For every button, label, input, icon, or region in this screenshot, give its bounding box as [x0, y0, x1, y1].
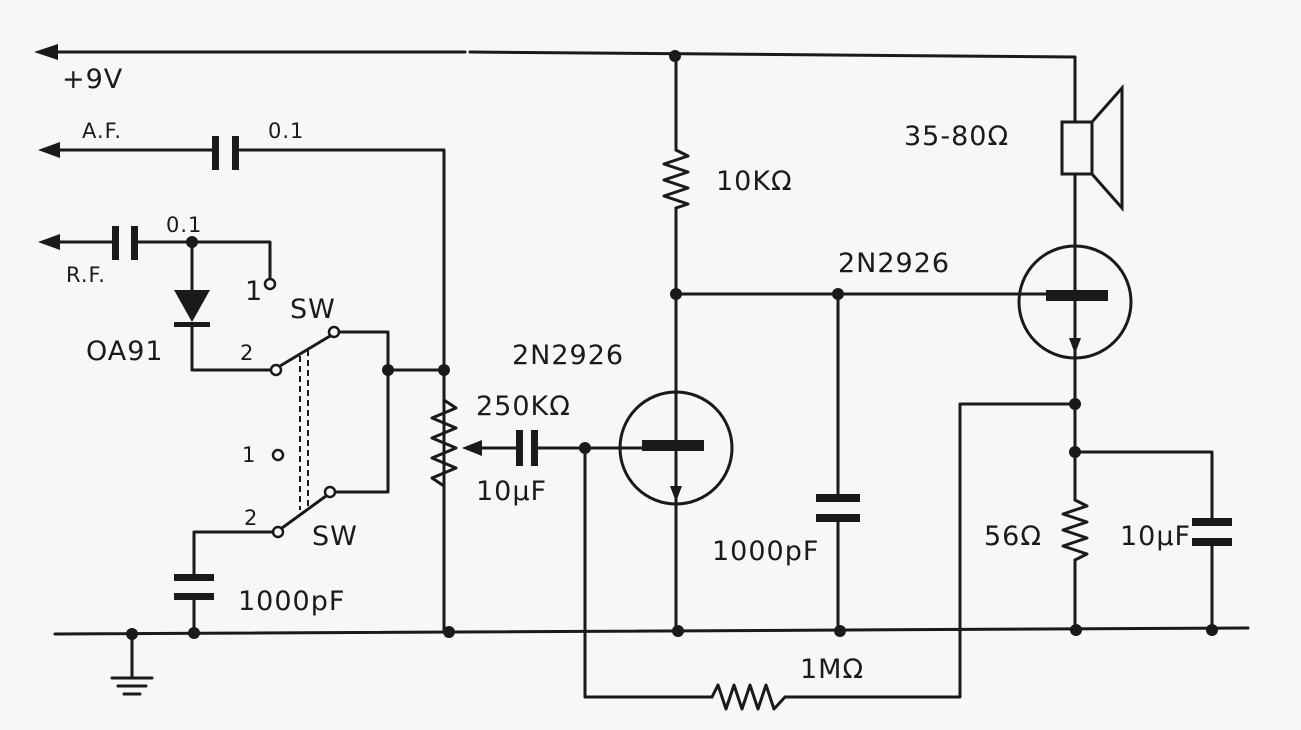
coupling-capacitor-plate-b: [531, 430, 538, 466]
ground-rail: [53, 624, 1250, 640]
q1-label: 2N2926: [512, 340, 624, 371]
rf-capacitor-plate-b: [131, 226, 138, 260]
coupling-capacitor-plate-a: [516, 430, 523, 466]
rf-capacitor-plate-a: [112, 226, 119, 260]
emitter-capacitor-plate-a: [1192, 518, 1232, 526]
potentiometer: [430, 398, 591, 488]
cap-emitter-label: 10µF: [1120, 521, 1191, 552]
r-emitter-label: 56Ω: [984, 521, 1042, 552]
collector-node: [670, 288, 1048, 632]
sw-top-pos2-label: 2: [240, 341, 254, 365]
wiper-arrow: [462, 440, 482, 456]
sw-bot-label: SW: [312, 521, 358, 552]
af-capacitor-label: 0.1: [268, 119, 304, 143]
switch-gang-link: [299, 350, 309, 510]
collector-resistor: [662, 148, 690, 210]
sw-top-terminal-2: [269, 363, 283, 377]
diode-label: OA91: [86, 336, 164, 367]
emitter-capacitor-plate-b: [1192, 538, 1232, 546]
sw-bot-common: [323, 485, 337, 499]
sw-bot-pos1-label: 1: [242, 443, 256, 467]
diode-icon: [174, 290, 210, 322]
emitter-resistor: [1061, 498, 1089, 562]
cap-mid-label: 1000pF: [712, 536, 819, 567]
supply-label: +9V: [62, 64, 123, 95]
af-capacitor-plate-a: [212, 136, 219, 170]
q2-label: 2N2926: [838, 248, 950, 279]
speaker-label: 35-80Ω: [904, 121, 1009, 152]
sw-top-pos1-label: 1: [245, 276, 263, 307]
mid-capacitor-plate-b: [816, 514, 860, 522]
ground-icon: [110, 632, 154, 696]
af-label: A.F.: [82, 119, 122, 143]
top-switch: [263, 277, 450, 494]
bottom-capacitor-plate-b: [174, 593, 214, 600]
sw-bot-pos2-label: 2: [244, 506, 258, 530]
bottom-switch: [174, 448, 337, 632]
sw-bot-terminal-1: [271, 448, 285, 462]
rf-capacitor-label: 0.1: [166, 213, 202, 237]
feedback-resistor: [583, 446, 787, 711]
transistor-q2: [1017, 244, 1133, 406]
emitter-network: [783, 398, 1232, 699]
rf-label: R.F.: [66, 263, 106, 287]
af-capacitor-plate-b: [232, 136, 239, 170]
speaker-icon: [1060, 84, 1124, 252]
sw-top-terminal-1: [263, 277, 277, 291]
rf-input-line: [38, 226, 272, 372]
cap-bottom-label: 1000pF: [238, 586, 345, 617]
sw-top-label: SW: [290, 294, 336, 325]
pot-label: 250KΩ: [476, 391, 571, 422]
af-output-line: [38, 136, 446, 632]
r-collector-label: 10KΩ: [716, 166, 793, 197]
bottom-capacitor-plate-a: [174, 574, 214, 581]
transistor-q1: [583, 54, 734, 632]
supply-rail: [34, 44, 1077, 124]
r-feedback-label: 1MΩ: [800, 654, 864, 685]
coupling-cap-label: 10µF: [476, 476, 547, 507]
mid-capacitor-plate-a: [816, 494, 860, 502]
